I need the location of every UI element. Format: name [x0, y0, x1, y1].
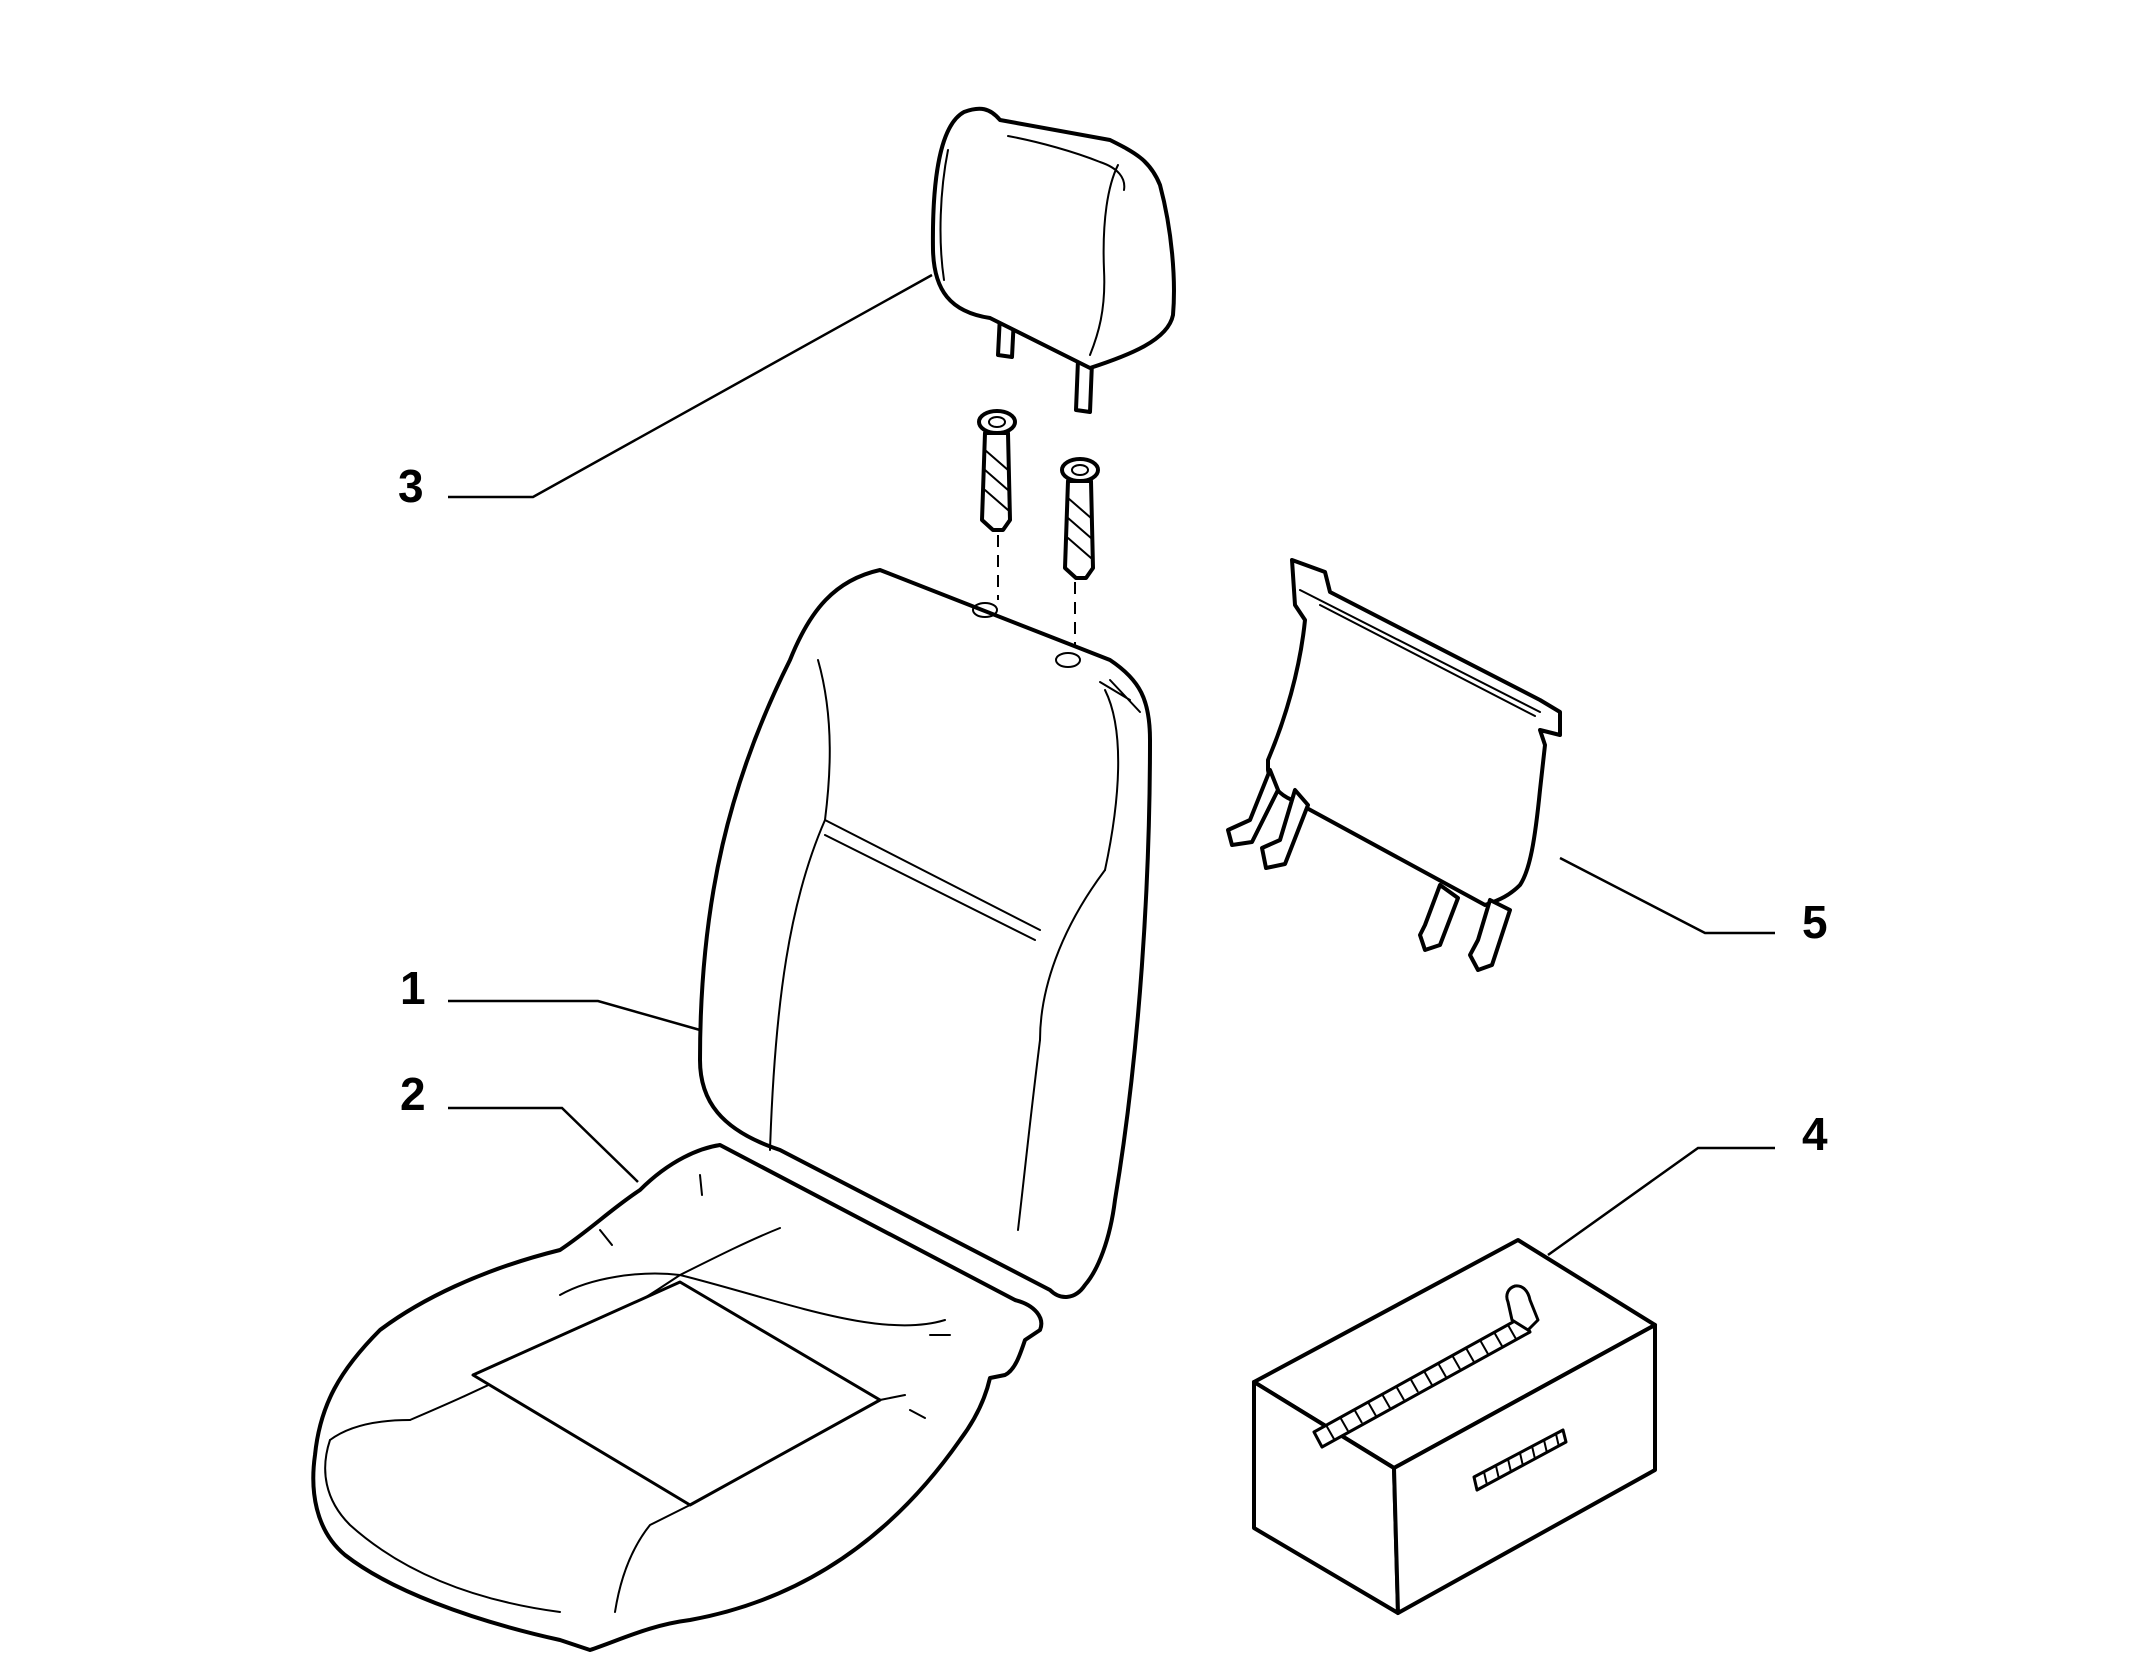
leader-line-1	[448, 999, 701, 1032]
leader-line-4	[1547, 1146, 1775, 1257]
callout-4: 4	[1802, 1108, 1828, 1160]
callout-5: 5	[1802, 896, 1828, 948]
seat-cushion-cover	[311, 1143, 1044, 1652]
repair-kit	[1252, 1238, 1657, 1615]
leader-line-2	[448, 1106, 639, 1183]
callout-2: 2	[400, 1068, 426, 1120]
headrest	[930, 106, 1176, 414]
back-panel	[1226, 558, 1562, 972]
seat-back-cover	[698, 568, 1152, 1299]
leader-line-5	[1559, 856, 1775, 935]
callout-3: 3	[398, 460, 424, 512]
headrest-guide-right	[1060, 457, 1100, 580]
callout-1: 1	[400, 962, 426, 1014]
leader-line-3	[448, 273, 933, 499]
headrest-guide-left	[977, 409, 1017, 532]
